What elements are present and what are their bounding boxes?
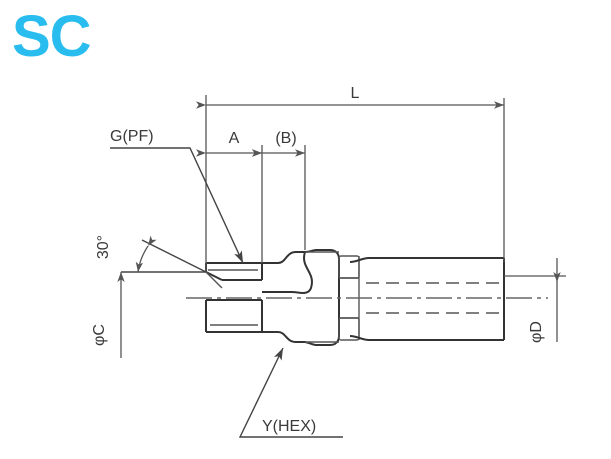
seal-scurve-upper [262,251,313,294]
angle-arc-30 [135,235,157,273]
dimension-B: (B) [252,130,306,250]
leader-line-thread [110,147,244,264]
dim-label-angle: 30° [95,235,112,259]
dimension-phiD: φD [504,258,566,343]
dim-label-B: (B) [275,130,296,147]
leader-line-hex [238,347,343,438]
tube-body-top [349,257,504,263]
hex-corner-notch-top [338,255,360,279]
dim-label-phiD: φD [528,321,545,343]
callout-hex: Y(HEX) [238,347,343,438]
dimension-phiC: φC [91,272,125,358]
dimension-L: L [196,85,505,272]
dimension-angle-30: 30° [95,235,207,273]
callout-label-thread: G(PF) [110,128,154,145]
tube-body-bottom [349,335,504,341]
page-title-logo: SC [12,4,92,69]
dim-label-phiC: φC [91,324,108,346]
angle-ray-diagonal [141,239,207,273]
callout-thread: G(PF) [110,128,244,264]
dim-label-A: A [229,130,240,147]
seal-profile-lower [262,331,305,343]
seat-cone-lower-edge [205,271,223,289]
callout-label-hex: Y(HEX) [262,418,316,435]
dim-label-L: L [351,85,360,102]
seat-cone-upper [205,271,223,281]
part-geometry [186,249,548,346]
seal-profile-upper [262,251,305,264]
